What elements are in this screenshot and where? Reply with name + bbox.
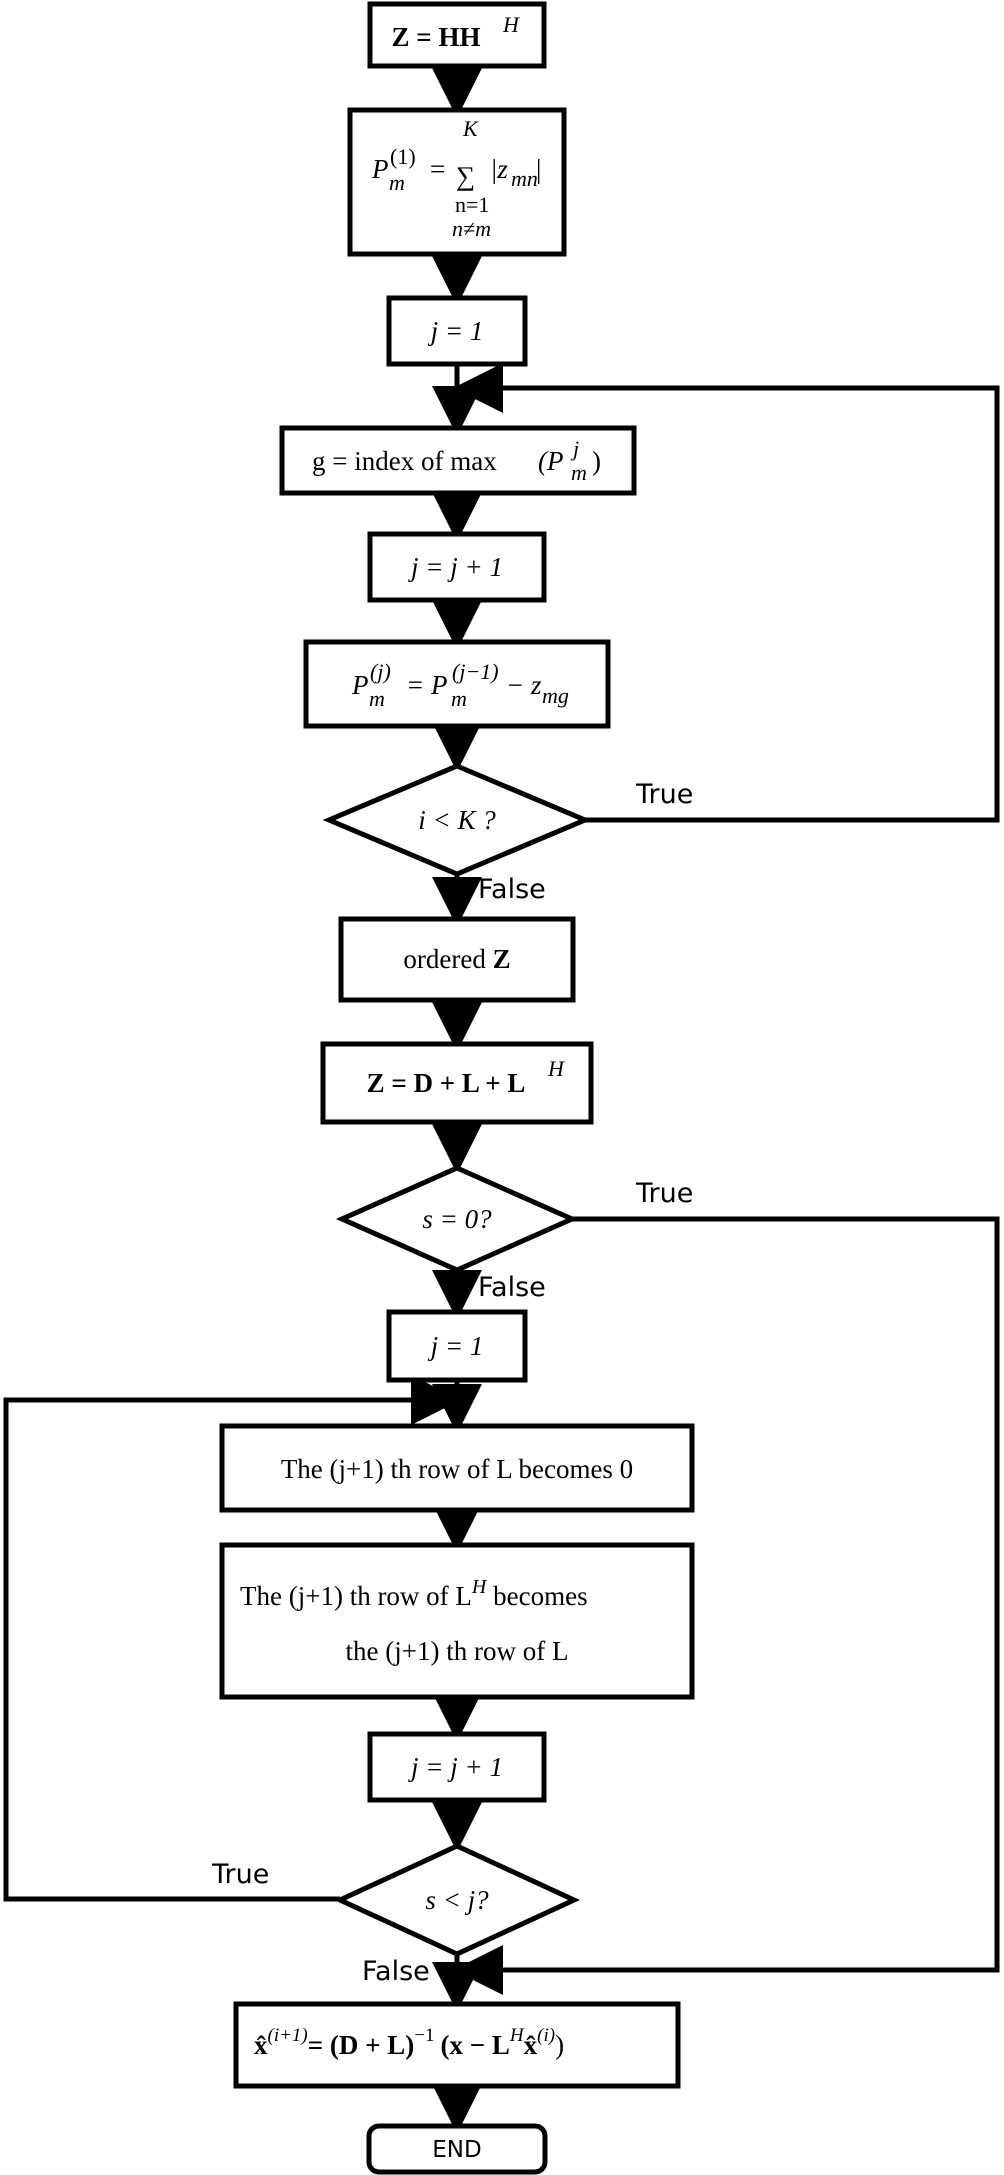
edge-label-true-1: True bbox=[635, 779, 693, 810]
pj-update-minus-sub: mg bbox=[542, 683, 569, 708]
row-l-zero-text: The (j+1) th row of L becomes 0 bbox=[281, 1454, 633, 1484]
g-index-arg-sup: j bbox=[570, 436, 579, 461]
j-inc-1-text: j = j + 1 bbox=[408, 552, 503, 582]
node-ordered-z: ordered Z bbox=[338, 916, 576, 1003]
ordered-z-label: ordered Z bbox=[403, 944, 510, 974]
p1-eq: = bbox=[430, 154, 445, 184]
edge-label-false-2: False bbox=[478, 1272, 546, 1303]
dec-i-lt-k-text: i < K ? bbox=[418, 805, 496, 835]
p1-main: P bbox=[371, 154, 389, 184]
z-hh-sup: H bbox=[502, 12, 520, 37]
edge-dec1-true-loop bbox=[468, 385, 1000, 823]
node-pj-update: P m (j) = P m (j−1) − z mg bbox=[303, 639, 611, 729]
node-z-hh: Z = HH H bbox=[367, 1, 547, 69]
g-index-text: g = index of max bbox=[312, 446, 497, 476]
node-row-l-zero: The (j+1) th row of L becomes 0 bbox=[219, 1423, 695, 1513]
z-dll-text: Z = D + L + L bbox=[367, 1068, 526, 1098]
p1-sigma-bottom: n=1 bbox=[455, 192, 489, 217]
z-dll-sup: H bbox=[547, 1056, 565, 1081]
node-j-init-2: j = 1 bbox=[386, 1309, 528, 1383]
pj-update-sub: m bbox=[369, 686, 385, 711]
p1-sigma: ∑ bbox=[456, 161, 475, 191]
p1-term: |z bbox=[490, 154, 508, 184]
j-init-2-text: j = 1 bbox=[428, 1331, 484, 1361]
node-j-init-1: j = 1 bbox=[386, 295, 528, 367]
g-index-arg-end: ) bbox=[592, 446, 601, 476]
j-init-1-text: j = 1 bbox=[428, 316, 484, 346]
dec-s-lt-j-text: s < j? bbox=[425, 1885, 489, 1915]
pj-update-minus: − z bbox=[506, 670, 542, 700]
pj-update-sup: (j) bbox=[370, 659, 391, 684]
x-update-eq: x̂(i+1)= (D + L)−1(x − LHx̂(i)) bbox=[254, 2025, 564, 2060]
decision-s-lt-j: s < j? bbox=[334, 1843, 580, 1957]
row-lh-line1: The (j+1) th row of LH becomes bbox=[240, 1576, 588, 1611]
node-end: END bbox=[366, 2123, 548, 2175]
edge-dec2-true bbox=[468, 1216, 1000, 1973]
p1-sub: m bbox=[389, 170, 405, 195]
node-p1-sum: P m (1) = K ∑ n=1 n≠m |z mn | bbox=[347, 107, 567, 257]
decision-i-lt-k: i < K ? bbox=[322, 763, 592, 877]
p1-sigma-cond: n≠m bbox=[452, 216, 491, 241]
decision-s-eq-0: s = 0? bbox=[335, 1165, 579, 1273]
edge-label-true-2: True bbox=[635, 1178, 693, 1209]
node-row-lh: The (j+1) th row of LH becomes the (j+1)… bbox=[219, 1542, 695, 1700]
edge-label-false-3: False bbox=[362, 1956, 430, 1987]
p1-term-sub: mn bbox=[511, 166, 538, 191]
j-inc-2-text: j = j + 1 bbox=[408, 1752, 503, 1782]
dec-s-eq-0-text: s = 0? bbox=[422, 1204, 492, 1234]
node-x-update: x̂(i+1)= (D + L)−1(x − LHx̂(i)) bbox=[233, 2001, 681, 2089]
node-j-inc-1: j = j + 1 bbox=[367, 531, 547, 603]
row-lh-line2: the (j+1) th row of L bbox=[346, 1636, 569, 1666]
edge-label-false-1: False bbox=[478, 874, 546, 905]
node-z-dll: Z = D + L + L H bbox=[320, 1041, 594, 1125]
edge-label-true-3: True bbox=[211, 1859, 269, 1890]
node-g-index: g = index of max (P m j ) bbox=[279, 425, 637, 496]
pj-update-rhs-sub: m bbox=[451, 686, 467, 711]
connectors bbox=[3, 66, 1000, 2134]
g-index-arg: (P bbox=[538, 446, 563, 476]
node-j-inc-2: j = j + 1 bbox=[367, 1731, 547, 1803]
pj-update-p: P bbox=[351, 670, 369, 700]
p1-sup: (1) bbox=[390, 144, 416, 169]
p1-sigma-top: K bbox=[462, 116, 479, 141]
pj-update-rhs-sup: (j−1) bbox=[452, 659, 499, 684]
p1-term-end: | bbox=[536, 154, 541, 184]
g-index-arg-sub: m bbox=[571, 460, 587, 485]
z-hh-text: Z = HH bbox=[392, 22, 481, 52]
pj-update-rhs: = P bbox=[406, 670, 447, 700]
edge-dec3-true-loop bbox=[3, 1397, 446, 1902]
end-text: END bbox=[432, 2137, 481, 2163]
